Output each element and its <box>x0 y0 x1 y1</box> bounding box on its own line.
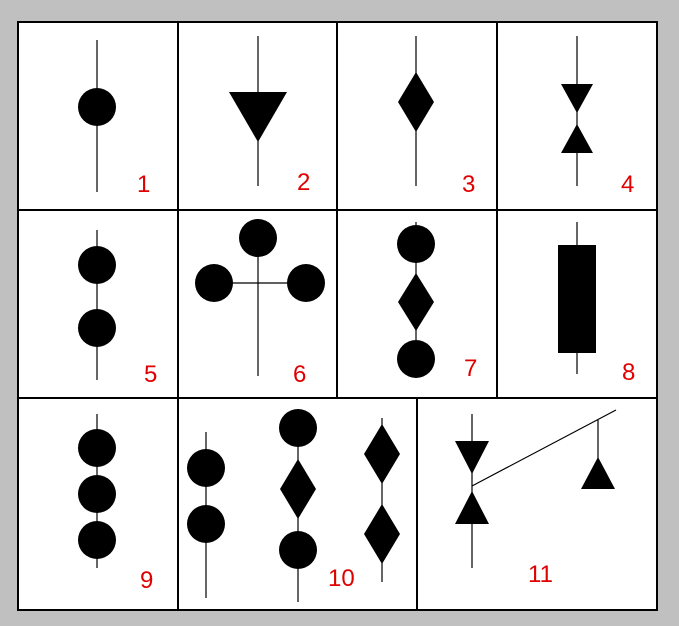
three-dots-cross-icon <box>195 219 325 376</box>
panel-number: 8 <box>622 359 635 386</box>
panel-5: 5 <box>78 230 157 388</box>
down-triangle-on-line-icon <box>229 36 287 186</box>
dot-diamond-dot-on-line-icon <box>397 222 435 378</box>
panel-9: 9 <box>78 414 153 594</box>
single-dot-on-line-icon <box>78 40 116 192</box>
two-dots-sub-symbol <box>187 432 225 598</box>
diamond-on-line-icon <box>398 36 434 186</box>
panel-7: 7 <box>397 222 477 382</box>
panel-8: 8 <box>558 222 635 386</box>
two-dots-on-line-icon <box>78 230 116 380</box>
panel-number: 5 <box>144 361 157 388</box>
dot-diamond-dot-sub-symbol <box>279 409 317 602</box>
panel-11: 11 <box>455 409 617 588</box>
panel-number: 2 <box>297 169 310 196</box>
grid <box>17 21 658 611</box>
rectangle-on-line-icon <box>558 222 596 374</box>
panel-number: 3 <box>462 171 475 198</box>
panel-number: 11 <box>528 561 553 588</box>
panel-number: 1 <box>137 171 150 198</box>
mixed-symbol-group-icon <box>187 409 400 602</box>
panel-number: 4 <box>621 171 634 198</box>
panel-2: 2 <box>229 36 310 196</box>
panel-1: 1 <box>78 40 150 198</box>
panel-number: 6 <box>293 361 306 388</box>
bowtie-with-branch-triangle-icon <box>455 409 617 568</box>
three-dots-on-line-icon <box>78 414 116 568</box>
panel-6: 6 <box>195 219 325 388</box>
panel-number: 10 <box>328 565 355 592</box>
two-diamonds-sub-symbol <box>364 418 400 582</box>
panel-10: 10 <box>187 409 400 602</box>
panel-4: 4 <box>561 36 634 198</box>
bowtie-on-line-icon <box>561 36 593 186</box>
panel-3: 3 <box>398 36 475 198</box>
panel-number: 9 <box>140 567 153 594</box>
panel-number: 7 <box>464 355 477 382</box>
